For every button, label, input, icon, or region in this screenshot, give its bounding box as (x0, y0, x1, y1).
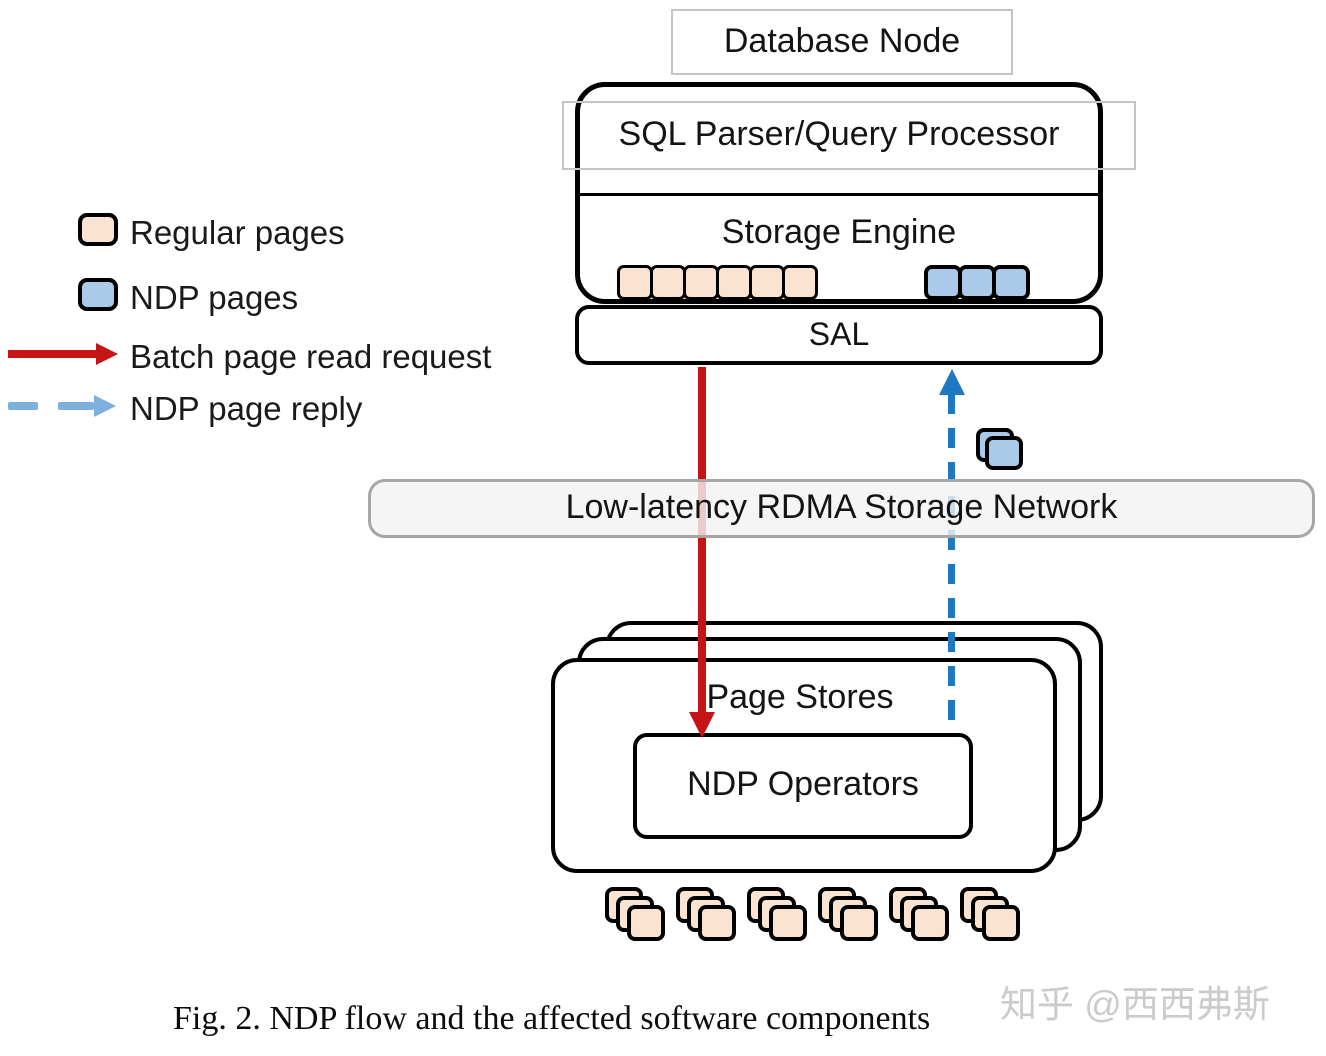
ndp-page-swatch-icon (78, 278, 118, 311)
database-node-label: Database Node (723, 22, 961, 60)
page-stores-label: Page Stores (706, 678, 894, 716)
watermark-text: 知乎 @西西弗斯 (1000, 984, 1270, 1025)
regular-page-icon (840, 905, 878, 941)
bottom-page-stacks (605, 887, 1025, 947)
regular-page-icon (982, 905, 1020, 941)
database-node-label-box (671, 9, 1013, 75)
sal-label: SAL (808, 316, 870, 352)
ndp-reply-dashed-line (948, 394, 955, 732)
ndp-page-icon (985, 436, 1023, 470)
regular-page-icon (782, 265, 818, 300)
figure-caption: Fig. 2. NDP flow and the affected softwa… (173, 1000, 931, 1037)
rdma-network-bar (368, 479, 1315, 538)
regular-page-icon (650, 265, 686, 300)
sal-box (575, 305, 1103, 365)
page-stack (960, 887, 1022, 943)
regular-page-swatch-icon (78, 213, 118, 246)
batch-read-arrow-icon (8, 350, 96, 358)
ndp-page-icon (958, 265, 996, 300)
storage-engine-regular-pages-row (617, 265, 818, 300)
ndp-reply-arrow-dash-icon (58, 402, 94, 410)
ndp-reply-arrowhead-icon (939, 369, 965, 395)
regular-page-icon (749, 265, 785, 300)
sql-parser-highlight-rect (562, 101, 1136, 170)
legend-label-regular-pages: Regular pages (130, 214, 345, 251)
legend-label-batch-read: Batch page read request (130, 338, 492, 375)
regular-page-icon (627, 905, 665, 941)
regular-page-icon (683, 265, 719, 300)
regular-page-icon (716, 265, 752, 300)
legend-label-ndp-reply: NDP page reply (130, 390, 363, 427)
ndp-reply-arrowhead-icon (94, 395, 116, 417)
legend-label-ndp-pages: NDP pages (130, 279, 299, 316)
page-stack (605, 887, 667, 943)
regular-page-icon (617, 265, 653, 300)
ndp-reply-pages-stack (976, 428, 1026, 474)
ndp-operators-box (633, 733, 973, 839)
section-divider (577, 193, 1101, 196)
storage-engine-label: Storage Engine (721, 213, 957, 251)
ndp-operators-label: NDP Operators (687, 765, 919, 803)
ndp-reply-arrow-dash-icon (8, 402, 38, 410)
batch-read-request-line (698, 367, 706, 715)
ndp-page-icon (924, 265, 962, 300)
storage-engine-ndp-pages-row (924, 265, 1030, 300)
regular-page-icon (911, 905, 949, 941)
page-stack (889, 887, 951, 943)
page-stack (818, 887, 880, 943)
page-stack (676, 887, 738, 943)
regular-page-icon (769, 905, 807, 941)
batch-read-request-arrowhead-icon (689, 712, 715, 738)
regular-page-icon (698, 905, 736, 941)
batch-read-arrowhead-icon (96, 343, 118, 365)
ndp-page-icon (992, 265, 1030, 300)
sql-parser-label: SQL Parser/Query Processor (618, 115, 1060, 153)
page-stack (747, 887, 809, 943)
rdma-network-label: Low-latency RDMA Storage Network (565, 488, 1118, 526)
